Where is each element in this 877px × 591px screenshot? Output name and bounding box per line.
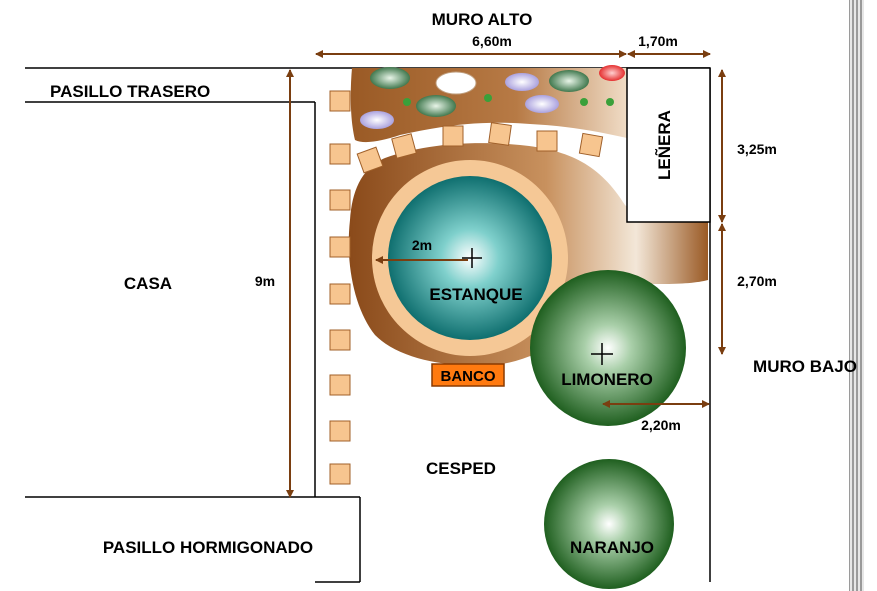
- stepping-stone: [329, 236, 351, 258]
- flower-white-icon: [435, 71, 477, 95]
- boundary-wall-hatched: [849, 0, 864, 591]
- flower-red-icon: [599, 65, 625, 81]
- stepping-stone: [329, 283, 351, 305]
- small-plant-icon: [606, 98, 614, 106]
- stepping-stone: [329, 463, 351, 485]
- label-cesped: CESPED: [426, 459, 496, 478]
- bush-icon: [370, 67, 410, 89]
- dim-text-pond-radius: 2m: [412, 237, 432, 253]
- bush-icon: [549, 70, 589, 92]
- stepping-stone: [536, 130, 558, 152]
- stepping-stone: [329, 420, 351, 442]
- dim-text-house-length: 9m: [255, 273, 275, 289]
- label-pasillo-trasero: PASILLO TRASERO: [50, 82, 210, 101]
- label-muro-bajo: MURO BAJO: [753, 357, 857, 376]
- lemon-tree-center-mark: [591, 343, 613, 365]
- stepping-stone: [488, 122, 512, 146]
- stepping-stone: [391, 133, 417, 159]
- label-estanque: ESTANQUE: [429, 285, 522, 304]
- label-limonero: LIMONERO: [561, 370, 653, 389]
- stepping-stone: [329, 189, 351, 211]
- pond-center-mark: [462, 248, 482, 268]
- label-banco: BANCO: [441, 368, 496, 385]
- lemon-tree: [530, 270, 686, 426]
- small-plant-icon: [403, 98, 411, 106]
- woodshed: [626, 67, 711, 223]
- flower-purple-icon: [525, 95, 559, 113]
- flower-purple-icon: [505, 73, 539, 91]
- dimension-lines: [286, 50, 726, 498]
- label-casa: CASA: [124, 274, 172, 293]
- flower-purple-icon: [360, 111, 394, 129]
- small-plant-icon: [580, 98, 588, 106]
- stepping-stone: [442, 125, 464, 147]
- dim-text-woodshed-width: 1,70m: [638, 33, 678, 49]
- stepping-stone: [329, 90, 351, 112]
- label-naranjo: NARANJO: [570, 538, 654, 557]
- dim-text-lemon-distance: 2,20m: [641, 417, 681, 433]
- label-pasillo-hormigonado: PASILLO HORMIGONADO: [103, 538, 313, 557]
- bush-icon: [416, 95, 456, 117]
- bench: [431, 363, 505, 387]
- dim-text-garden-width: 6,60m: [472, 33, 512, 49]
- stepping-stone: [329, 374, 351, 396]
- dim-text-woodshed-height: 3,25m: [737, 141, 777, 157]
- stepping-stone: [329, 329, 351, 351]
- dim-text-right-section: 2,70m: [737, 273, 777, 289]
- orange-tree: [544, 459, 674, 589]
- stepping-stones: [329, 90, 604, 485]
- label-lenera: LEÑERA: [654, 110, 674, 180]
- small-plant-icon: [484, 94, 492, 102]
- stepping-stone: [356, 146, 384, 174]
- stepping-stone: [578, 132, 604, 158]
- stepping-stone: [329, 143, 351, 165]
- label-muro-alto: MURO ALTO: [432, 10, 533, 29]
